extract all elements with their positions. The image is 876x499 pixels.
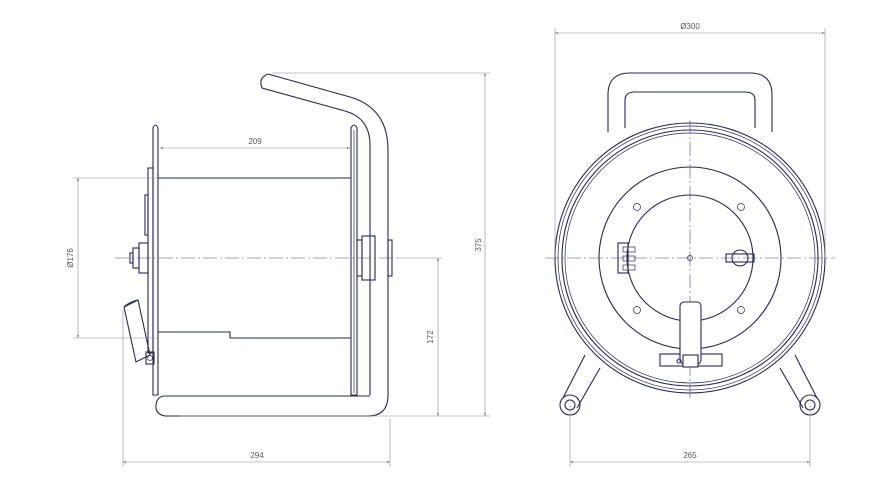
front-handle <box>607 72 773 132</box>
drum <box>158 177 351 339</box>
left-flange <box>152 124 159 396</box>
front-view: Ø300 265 <box>545 22 835 467</box>
dim-209: 209 <box>248 137 262 146</box>
side-view: 209 Ø176 375 172 294 <box>66 72 490 467</box>
dim-375: 375 <box>474 238 483 252</box>
socket-contacts <box>617 242 636 274</box>
side-dimensions: 209 Ø176 375 172 294 <box>66 72 490 467</box>
dim-294: 294 <box>250 451 264 460</box>
front-dimensions: Ø300 265 <box>554 22 826 467</box>
right-flange <box>350 124 358 396</box>
side-handle <box>155 73 389 417</box>
left-hub <box>129 167 154 354</box>
right-hub <box>356 235 393 281</box>
screws <box>633 203 745 314</box>
dim-176: Ø176 <box>66 248 75 268</box>
front-crank <box>659 301 723 368</box>
dim-172: 172 <box>426 330 435 344</box>
lock-knob <box>725 249 755 267</box>
dim-300: Ø300 <box>680 22 700 31</box>
dim-265: 265 <box>683 451 697 460</box>
crank-handle <box>123 299 155 365</box>
